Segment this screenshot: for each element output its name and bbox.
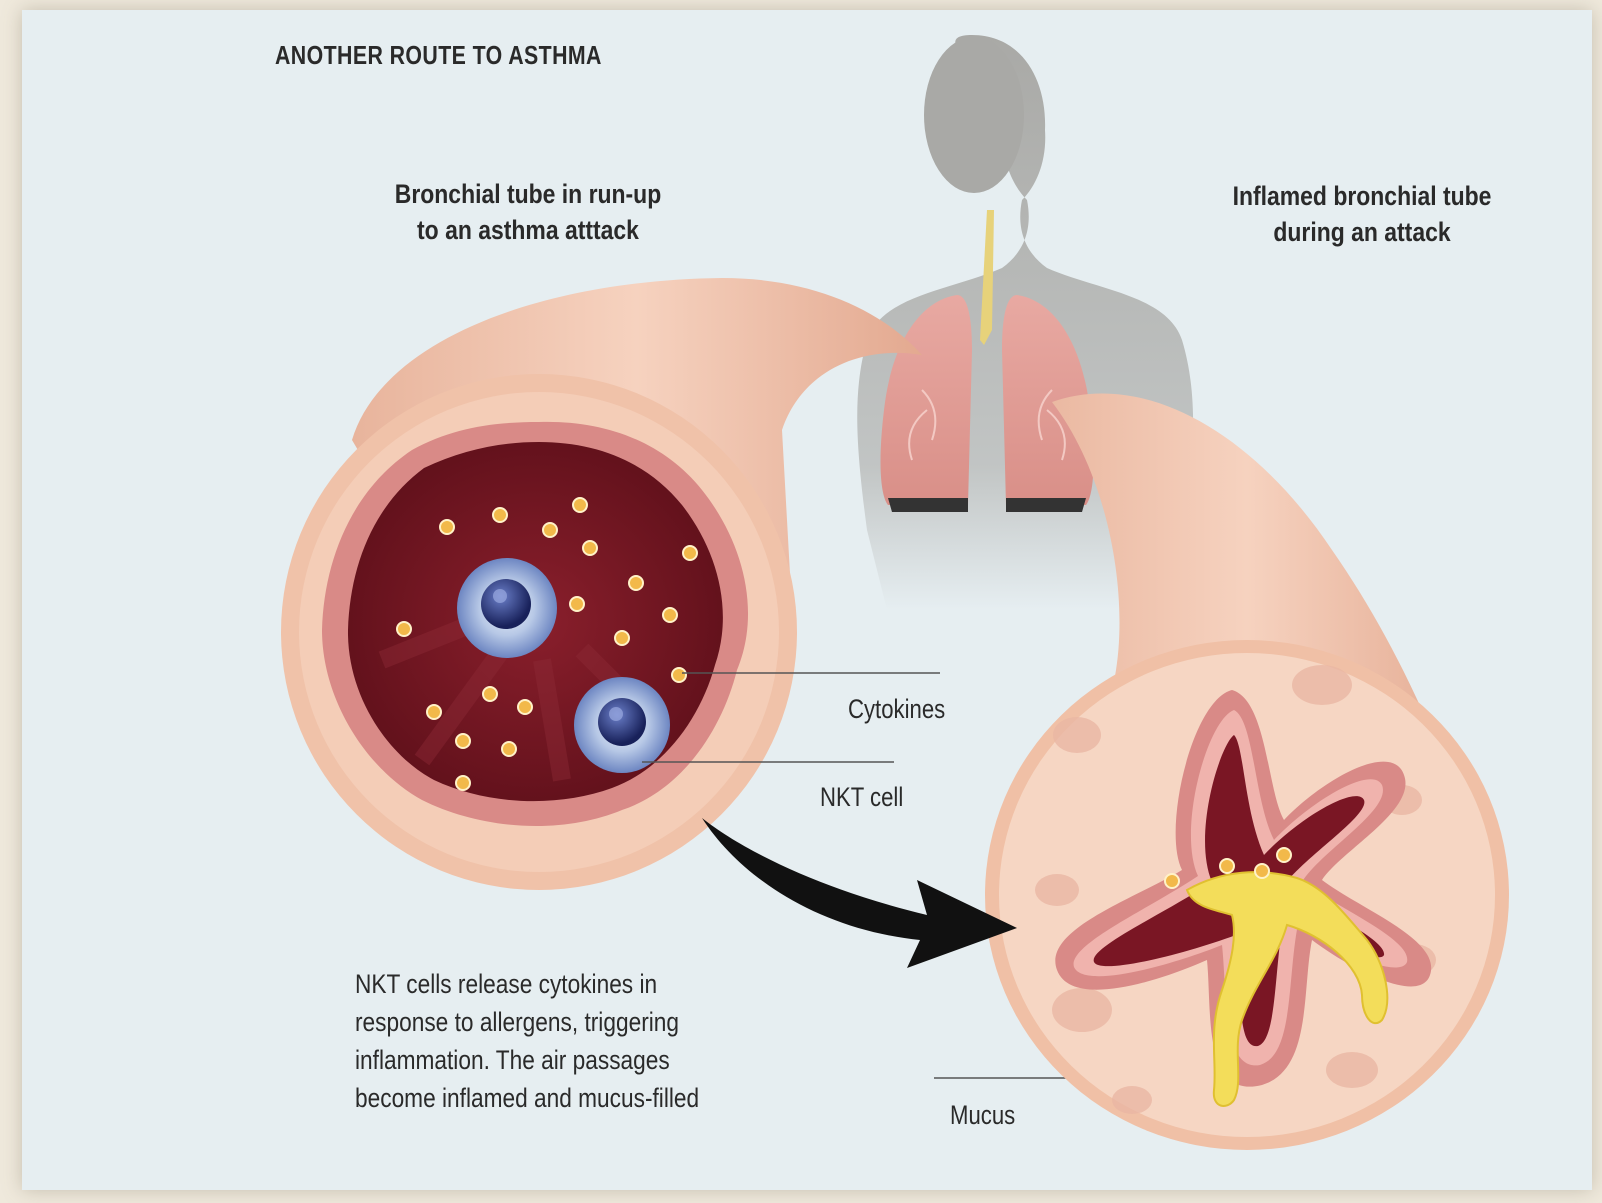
cytokines-label: Cytokines bbox=[848, 694, 945, 725]
caption-line: Bronchial tube in run-up bbox=[367, 176, 690, 212]
nkt-cell bbox=[574, 677, 670, 773]
description-line: response to allergens, triggering bbox=[355, 1003, 792, 1041]
caption-line: Inflamed bronchial tube bbox=[1192, 178, 1532, 214]
description-line: inflammation. The air passages bbox=[355, 1041, 792, 1079]
right-tube-caption: Inflamed bronchial tube during an attack bbox=[1192, 178, 1532, 250]
caption-line: during an attack bbox=[1192, 214, 1532, 250]
nkt-cell-label: NKT cell bbox=[820, 782, 903, 813]
description-line: become inflamed and mucus-filled bbox=[355, 1079, 792, 1117]
description-text: NKT cells release cytokines in response … bbox=[355, 965, 792, 1117]
mucus-label: Mucus bbox=[950, 1100, 1015, 1131]
description-line: NKT cells release cytokines in bbox=[355, 965, 792, 1003]
left-tube-caption: Bronchial tube in run-up to an asthma at… bbox=[367, 176, 690, 248]
figure-panel: ANOTHER ROUTE TO ASTHMA Bronchial tube i… bbox=[22, 10, 1592, 1190]
transition-arrow bbox=[702, 818, 1017, 968]
nkt-cell bbox=[457, 558, 557, 658]
figure-title: ANOTHER ROUTE TO ASTHMA bbox=[275, 40, 602, 71]
caption-line: to an asthma atttack bbox=[367, 212, 690, 248]
